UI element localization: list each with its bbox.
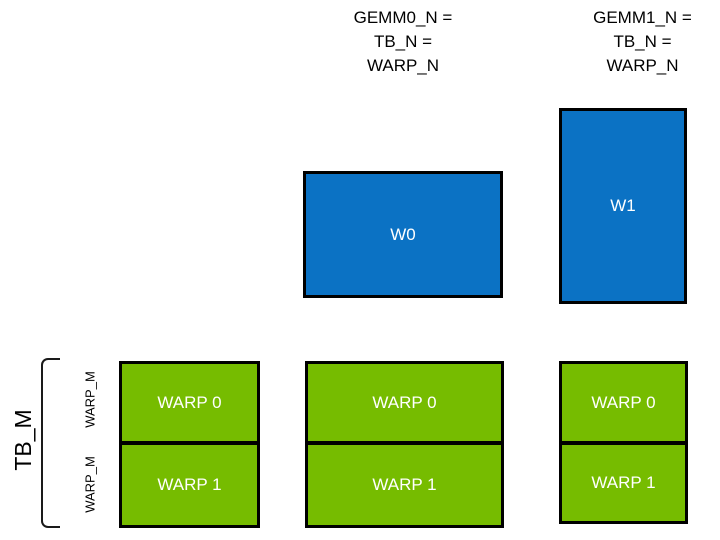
green-cell-col1-warp0: WARP 0 — [305, 361, 504, 444]
green-cell-col1-warp1: WARP 1 — [305, 442, 504, 528]
warp-m-label-0: WARP_M — [82, 371, 98, 428]
column-caption-gemm1: GEMM1_N = TB_N = WARP_N — [593, 8, 692, 75]
warp-m-label-1: WARP_M — [82, 456, 98, 513]
green-cell-label: WARP 1 — [157, 475, 222, 494]
column-caption-gemm0: GEMM0_N = TB_N = WARP_N — [353, 8, 453, 75]
blue-tile-w1-label: W1 — [610, 196, 636, 215]
green-cell-col2-warp0: WARP 0 — [559, 361, 688, 444]
tb-m-bracket — [41, 358, 60, 528]
green-cell-label: WARP 0 — [372, 392, 437, 412]
green-cell-label: WARP 1 — [591, 473, 656, 492]
green-cell-col0-warp0: WARP 0 — [119, 361, 260, 444]
tb-m-label: TB_M — [10, 409, 36, 471]
green-cell-col2-warp1: WARP 1 — [559, 442, 688, 524]
blue-tile-w0-label: W0 — [390, 224, 416, 244]
blue-tile-w0: W0 — [303, 171, 503, 298]
blue-tile-w1: W1 — [559, 108, 687, 304]
green-cell-label: WARP 0 — [591, 392, 656, 412]
green-cell-col0-warp1: WARP 1 — [119, 442, 260, 528]
green-cell-label: WARP 0 — [157, 392, 222, 412]
green-cell-label: WARP 1 — [372, 475, 437, 494]
